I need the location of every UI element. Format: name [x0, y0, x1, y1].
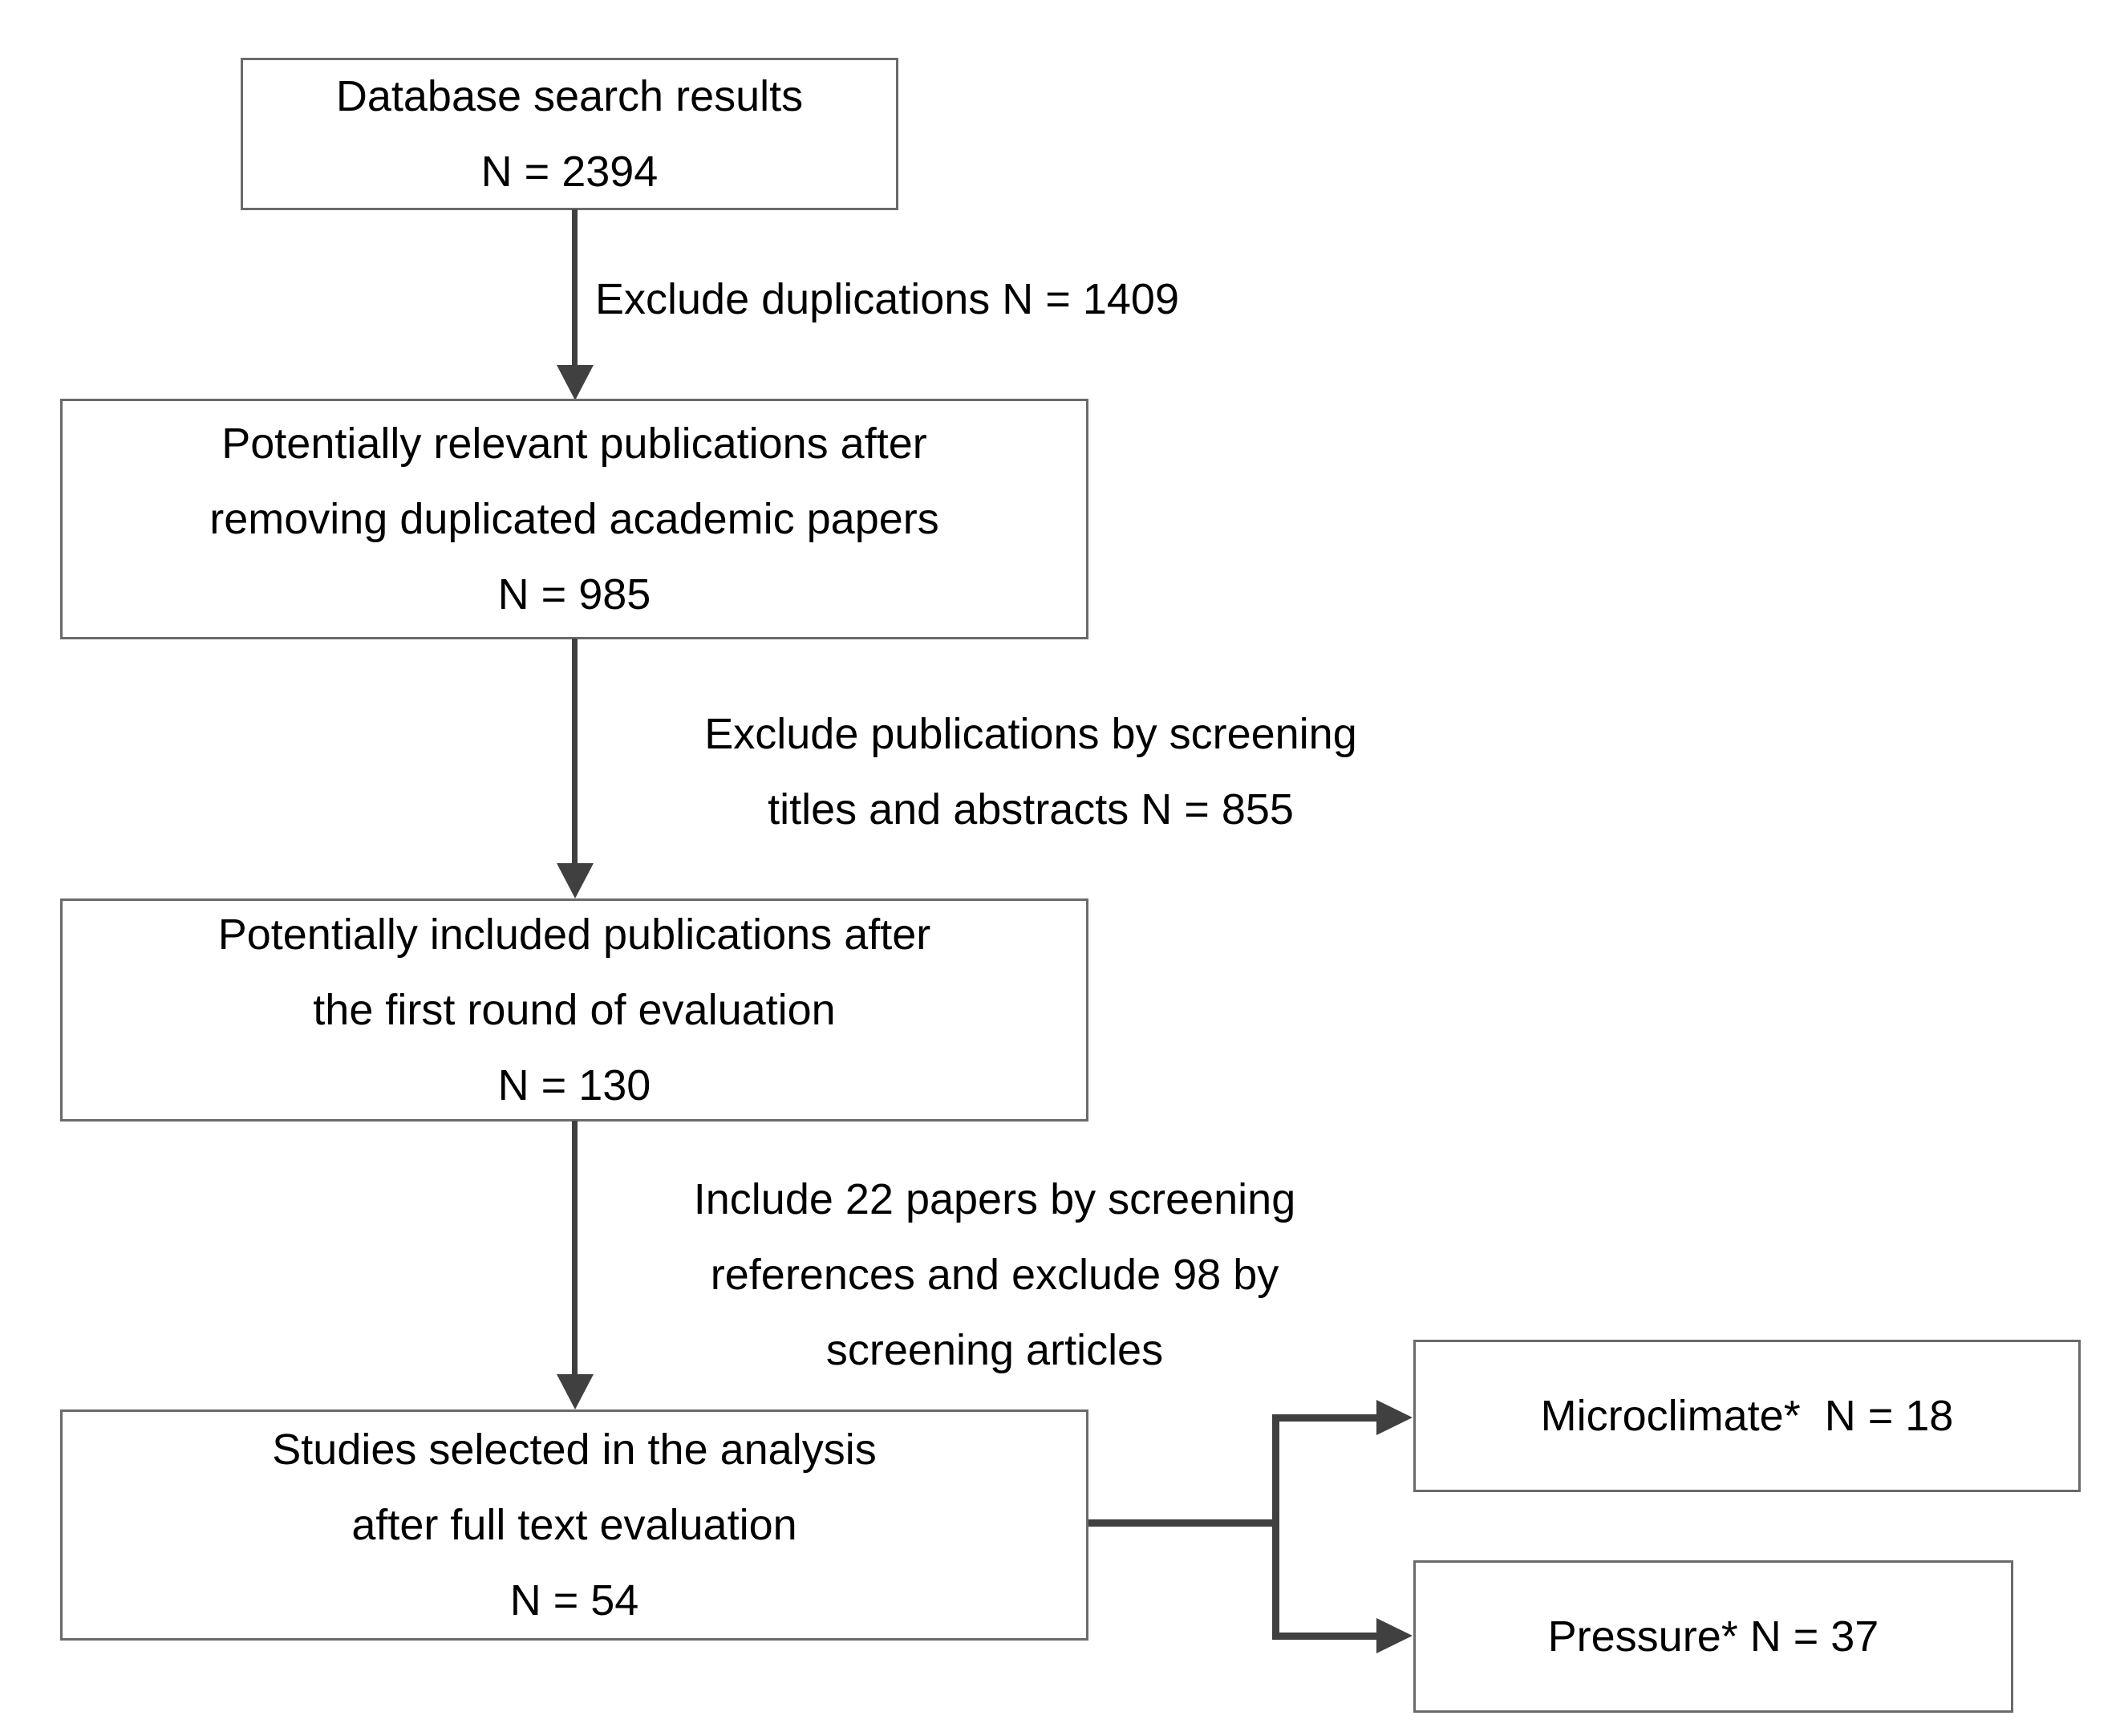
connector-down-2 [572, 639, 578, 865]
arrowhead-down-icon [557, 1374, 594, 1409]
connector-down-3 [572, 1121, 578, 1376]
box-line: N = 2394 [480, 148, 659, 196]
flow-box-included-publications: Potentially included publications after … [60, 898, 1088, 1122]
connector-branch-vertical [1272, 1414, 1279, 1640]
label-line: Include 22 papers by screening [693, 1175, 1296, 1223]
flow-box-database-search: Database search results N = 2394 [241, 58, 898, 210]
label-line: Exclude duplications N = 1409 [595, 275, 1179, 323]
box-line: Pressure* N = 37 [1547, 1612, 1879, 1661]
box-line: N = 985 [497, 570, 651, 619]
arrowhead-down-icon [557, 365, 594, 400]
box-line: the first round of evaluation [313, 986, 836, 1034]
connector-branch-top [1275, 1414, 1378, 1422]
box-line: after full text evaluation [351, 1501, 797, 1549]
connector-branch-bottom [1275, 1633, 1378, 1640]
label-line: titles and abstracts N = 855 [768, 785, 1294, 834]
box-line: N = 130 [497, 1061, 651, 1109]
label-line: Exclude publications by screening [704, 710, 1357, 758]
flow-box-selected-studies: Studies selected in the analysis after f… [60, 1409, 1088, 1641]
label-line: references and exclude 98 by [710, 1251, 1279, 1299]
box-line: removing duplicated academic papers [209, 495, 939, 543]
flow-box-pressure: Pressure* N = 37 [1413, 1560, 2013, 1713]
box-line: Microclimate* N = 18 [1540, 1392, 1954, 1440]
connector-down-1 [572, 209, 578, 367]
label-line: screening articles [825, 1326, 1164, 1374]
flow-box-microclimate: Microclimate* N = 18 [1413, 1340, 2081, 1492]
flow-box-relevant-publications: Potentially relevant publications after … [60, 399, 1088, 639]
edge-label-include-references: Include 22 papers by screening reference… [586, 1162, 1404, 1388]
box-line: Database search results [335, 72, 804, 120]
box-line: Potentially included publications after [217, 911, 931, 959]
arrowhead-right-icon [1376, 1618, 1413, 1653]
arrowhead-down-icon [557, 863, 594, 898]
edge-label-exclude-by-screening: Exclude publications by screening titles… [598, 696, 1464, 847]
edge-label-exclude-duplications: Exclude duplications N = 1409 [595, 271, 1179, 327]
box-line: N = 54 [509, 1576, 639, 1624]
box-line: Studies selected in the analysis [272, 1426, 877, 1474]
arrowhead-right-icon [1376, 1400, 1413, 1435]
connector-branch-main [1088, 1519, 1279, 1527]
box-line: Potentially relevant publications after [221, 420, 927, 468]
